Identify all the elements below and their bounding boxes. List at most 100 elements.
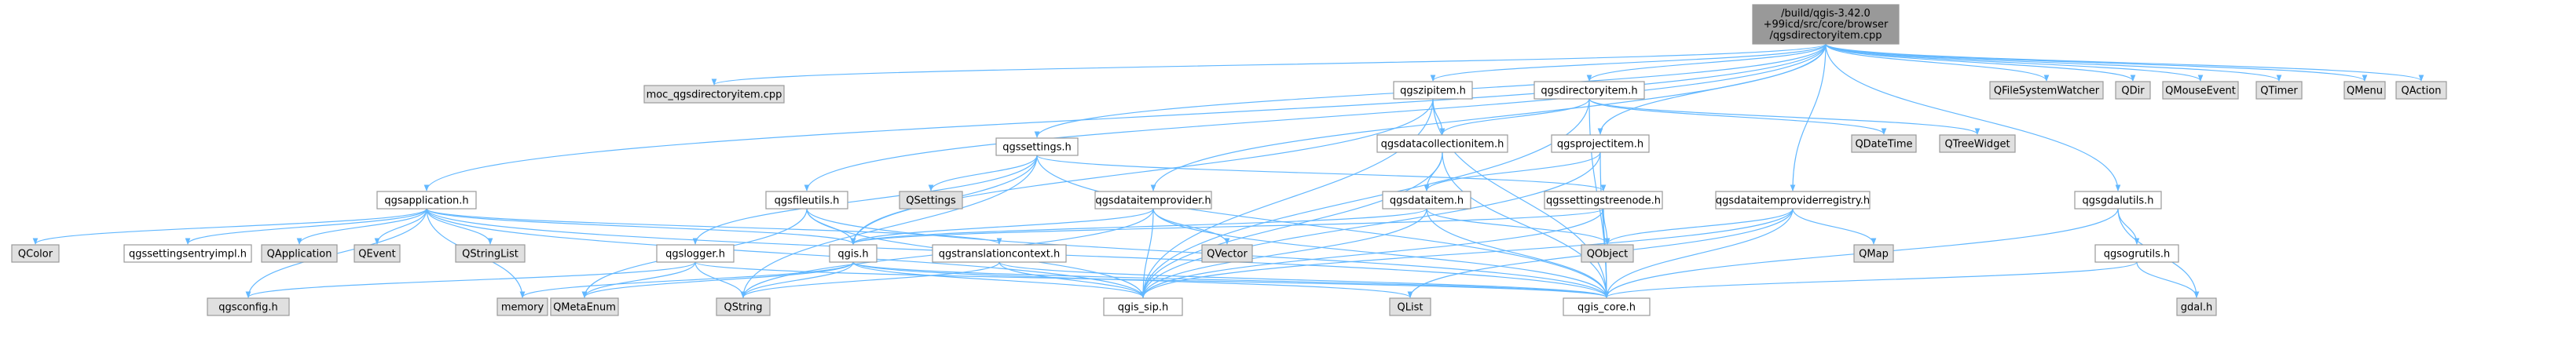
- node-box: [354, 244, 401, 263]
- node-qgsprojectitem[interactable]: qgsprojectitem.h: [1551, 134, 1650, 153]
- node-box: [1103, 297, 1183, 316]
- edge-qgsapplication-QColor: [32, 208, 427, 245]
- node-label: qgsdataitem.h: [1390, 195, 1464, 207]
- edge-qgslogger-qgsconfig: [245, 261, 696, 298]
- node-QTreeWidget: QTreeWidget: [1939, 134, 2016, 153]
- node-box: [716, 297, 771, 316]
- node-qgstranslationcontext[interactable]: qgstranslationcontext.h: [932, 244, 1067, 263]
- edge-qgstranslationcontext-qgis_sip: [999, 261, 1146, 298]
- node-QStringList: QStringList: [455, 244, 526, 263]
- node-box: [2176, 297, 2217, 316]
- edge-qgsdataitem-qgis_sip: [1140, 208, 1427, 298]
- node-memory: memory: [497, 297, 548, 316]
- node-QList: QList: [1389, 297, 1431, 316]
- node-box: [2162, 81, 2239, 100]
- edge-qgsapplication-qgis: [426, 208, 856, 245]
- node-label: QMap: [1859, 249, 1889, 261]
- edge-root-QTimer: [1825, 43, 2282, 82]
- edge-qgsdataitem-QObject: [1426, 208, 1610, 245]
- node-QColor: QColor: [11, 244, 60, 263]
- node-label: QMetaEnum: [553, 302, 616, 314]
- edge-root-qgsfileutils: [804, 43, 1827, 191]
- node-qgsdatacollectionitem[interactable]: qgsdatacollectionitem.h: [1376, 134, 1508, 153]
- edge-qgsdirectoryitem-QTreeWidget: [1588, 98, 1981, 135]
- node-qgssettingstreenode[interactable]: qgssettingstreenode.h: [1544, 191, 1663, 210]
- node-box: [899, 191, 963, 210]
- node-label: QDir: [2121, 86, 2145, 97]
- node-label: qgsapplication.h: [384, 195, 468, 207]
- edge-root-qgsgdalutils: [1825, 43, 2121, 191]
- node-box: [1752, 4, 1900, 45]
- node-QSettings: QSettings: [899, 191, 963, 210]
- node-qgslogger[interactable]: qgslogger.h: [656, 244, 735, 263]
- edge-qgslogger-qgis_core: [694, 261, 1609, 298]
- node-qgsfileutils[interactable]: qgsfileutils.h: [765, 191, 848, 210]
- node-QAction: QAction: [2395, 81, 2447, 100]
- node-qgszipitem[interactable]: qgszipitem.h: [1393, 81, 1473, 100]
- node-QMouseEvent: QMouseEvent: [2162, 81, 2239, 100]
- node-label: gdal.h: [2181, 302, 2212, 314]
- edge-qgsdataitemproviderregistry-QMap: [1792, 208, 1877, 245]
- node-qgsdataitem[interactable]: qgsdataitem.h: [1382, 191, 1471, 210]
- node-qgis_core[interactable]: qgis_core.h: [1563, 297, 1651, 316]
- node-box: [1376, 134, 1508, 153]
- edge-root-qgsdirectoryitem: [1586, 43, 1827, 82]
- edge-qgsdataitemproviderregistry-qgis_core: [1603, 208, 1794, 298]
- edge-qgsdirectoryitem-qgsdatacollectionitem: [1439, 98, 1590, 135]
- node-label: QDateTime: [1855, 139, 1912, 151]
- node-label: qgsogrutils.h: [2104, 249, 2171, 261]
- node-box: [829, 244, 878, 263]
- node-qgis_sip[interactable]: qgis_sip.h: [1103, 297, 1183, 316]
- edge-qgsogrutils-gdal: [2136, 261, 2200, 298]
- edge-qgsdirectoryitem-QDateTime: [1588, 98, 1887, 135]
- node-QMetaEnum: QMetaEnum: [550, 297, 619, 316]
- node-qgis[interactable]: qgis.h: [829, 244, 878, 263]
- node-qgssettingsentryimpl[interactable]: qgssettingsentryimpl.h: [123, 244, 252, 263]
- node-qgsogrutils[interactable]: qgsogrutils.h: [2094, 244, 2179, 263]
- edge-root-qgsprojectitem: [1597, 43, 1827, 135]
- node-box: [2343, 81, 2386, 100]
- node-QDir: QDir: [2115, 81, 2151, 100]
- node-box: [497, 297, 548, 316]
- edge-qgis-QList: [852, 261, 1413, 298]
- node-qgssettings[interactable]: qgssettings.h: [995, 137, 1079, 156]
- node-box: [11, 244, 60, 263]
- node-label: QStringList: [462, 249, 518, 261]
- node-label: QApplication: [267, 249, 332, 261]
- edge-qgszipitem-qgis: [850, 98, 1434, 245]
- node-QApplication: QApplication: [261, 244, 338, 263]
- node-box: [1581, 244, 1634, 263]
- node-box: [1382, 191, 1471, 210]
- node-qgsdirectoryitem[interactable]: qgsdirectoryitem.h: [1534, 81, 1645, 100]
- node-box: [643, 85, 785, 104]
- node-qgsgdalutils[interactable]: qgsgdalutils.h: [2074, 191, 2162, 210]
- edge-qgsdataitem-qgis_core: [1426, 208, 1610, 298]
- edge-qgis-QMetaEnum: [581, 261, 854, 298]
- edge-qgslogger-QMetaEnum: [581, 261, 696, 298]
- edge-root-QMouseEvent: [1825, 43, 2204, 82]
- node-box: [376, 191, 477, 210]
- node-box: [1393, 81, 1473, 100]
- node-label: qgis_sip.h: [1118, 302, 1168, 314]
- node-box: [2094, 244, 2179, 263]
- edge-root-QFileSystemWatcher: [1825, 43, 2050, 82]
- node-qgsdataitemprovider[interactable]: qgsdataitemprovider.h: [1094, 191, 1212, 210]
- node-root[interactable]: /build/qgis-3.42.0+99icd/src/core/browse…: [1752, 4, 1900, 45]
- node-label: qgslogger.h: [665, 249, 725, 261]
- edge-qgssettings-QSettings: [928, 155, 1038, 191]
- node-label: qgsprojectitem.h: [1557, 139, 1643, 151]
- node-label: qgis_core.h: [1577, 302, 1636, 314]
- node-box: [2395, 81, 2447, 100]
- node-label: QAction: [2402, 86, 2442, 97]
- node-label: qgsconfig.h: [218, 302, 277, 314]
- node-label: qgsdataitemprovider.h: [1095, 195, 1211, 207]
- edge-qgsapplication-QStringList: [426, 208, 493, 245]
- node-label: qgsfileutils.h: [775, 195, 840, 207]
- node-qgsdataitemproviderregistry[interactable]: qgsdataitemproviderregistry.h: [1715, 191, 1871, 210]
- node-label: moc_qgsdirectoryitem.cpp: [647, 89, 782, 101]
- node-box: [932, 244, 1067, 263]
- edge-qgis-qgis_sip: [852, 261, 1146, 298]
- edge-qgssettings-qgssettingstreenode: [1036, 155, 1607, 191]
- node-QString: QString: [716, 297, 771, 316]
- node-qgsapplication[interactable]: qgsapplication.h: [376, 191, 477, 210]
